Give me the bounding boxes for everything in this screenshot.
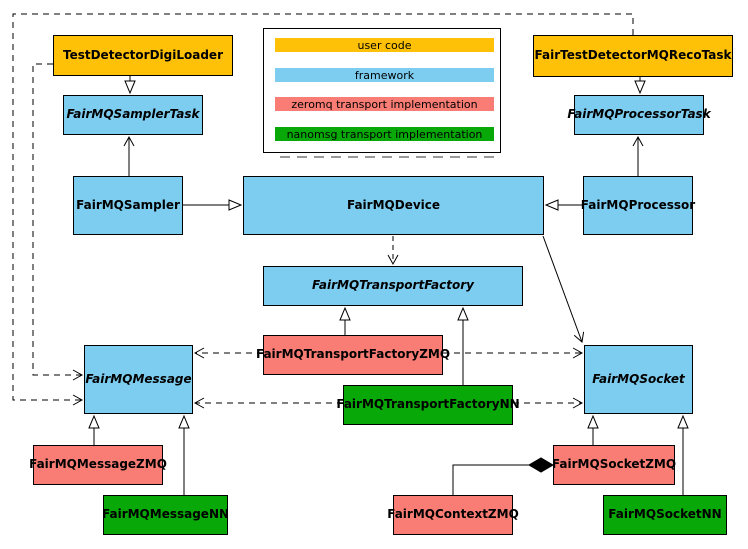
node-fairmqsocketzmq: FairMQSocketZMQ	[552, 445, 676, 485]
legend-item-framework: framework	[275, 68, 494, 82]
node-fairmqsocket: FairMQSocket	[584, 345, 693, 414]
node-fairmqmessagezmq: FairMQMessageZMQ	[29, 445, 167, 485]
legend-box: user code framework zeromq transport imp…	[263, 28, 501, 153]
node-fairmqmessage: FairMQMessage	[84, 345, 193, 414]
node-fairmqprocessortask: FairMQProcessorTask	[567, 95, 711, 135]
node-testdetectordigiloader: TestDetectorDigiLoader	[53, 35, 233, 76]
legend-item-zeromq: zeromq transport implementation	[275, 97, 494, 111]
legend-item-user-code: user code	[275, 38, 494, 52]
node-fairmqprocessor: FairMQProcessor	[581, 176, 695, 235]
node-fairmqsocketnn: FairMQSocketNN	[603, 495, 727, 535]
node-fairmqdevice: FairMQDevice	[243, 176, 544, 235]
node-fairmqtransportfactory: FairMQTransportFactory	[263, 266, 523, 306]
composition-diamond-icon	[528, 457, 554, 473]
edge-fairmqdevice-uses-fairmqsocket	[542, 235, 585, 343]
legend-item-nanomsg: nanomsg transport implementation	[275, 127, 494, 141]
edge-fairmqsocketzmq-owns-fairmqcontextzmq	[452, 464, 529, 495]
node-fairmqcontextzmq: FairMQContextZMQ	[387, 495, 519, 535]
node-fairtestdetectormqrecotask: FairTestDetectorMQRecoTask	[533, 35, 733, 77]
node-fairmqmessagenn: FairMQMessageNN	[102, 495, 229, 535]
node-fairmqsampler: FairMQSampler	[73, 176, 183, 235]
node-fairmqsamplertask: FairMQSamplerTask	[63, 95, 203, 135]
node-fairmqtransportfactoryzmq: FairMQTransportFactoryZMQ	[256, 335, 450, 375]
edge-testdetectordigiloader-depends-fairmqmessage	[32, 63, 84, 381]
node-fairmqtransportfactorynn: FairMQTransportFactoryNN	[336, 385, 520, 425]
edge-fairtestdetectormqrecotask-depends-fairmqmessage	[12, 13, 634, 406]
